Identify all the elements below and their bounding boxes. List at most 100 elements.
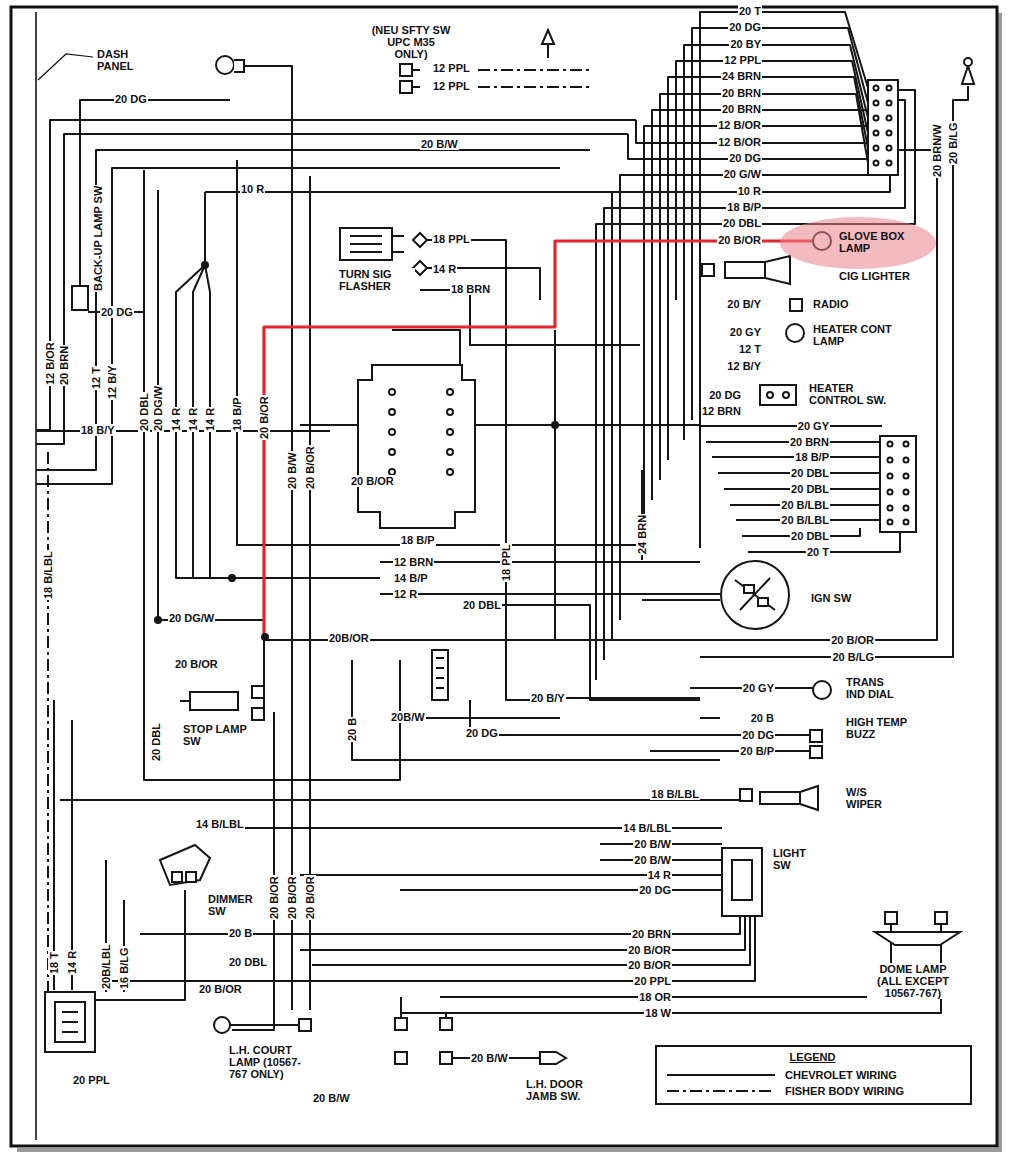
wire-label: 20 DG/W bbox=[168, 612, 215, 624]
wire-label: RADIO bbox=[812, 298, 849, 310]
frame bbox=[11, 7, 1000, 1150]
wire-label: 20 B/OR bbox=[174, 658, 219, 670]
legend-row: FISHER BODY WIRING bbox=[665, 1085, 960, 1097]
wire-label: 20 BY bbox=[729, 38, 762, 50]
component-symbol bbox=[744, 585, 754, 593]
wire-label: 12 T bbox=[90, 366, 102, 390]
component-symbol bbox=[180, 700, 190, 702]
component-symbol bbox=[389, 409, 395, 415]
component-symbol bbox=[887, 101, 892, 106]
component-symbol bbox=[735, 578, 775, 610]
component-symbol bbox=[874, 101, 879, 106]
frame bbox=[17, 13, 1000, 1150]
wire-label: 12 R bbox=[393, 588, 418, 600]
component-symbol bbox=[725, 262, 765, 278]
wire-label: 20 DBL bbox=[790, 467, 830, 479]
component-symbol bbox=[389, 429, 395, 435]
wire-label: 14 B/LBL bbox=[195, 818, 245, 830]
component-symbol bbox=[395, 1052, 407, 1064]
component-symbol bbox=[542, 30, 554, 44]
component-symbol bbox=[55, 1002, 85, 1042]
wire-label: 18 T bbox=[48, 951, 60, 975]
wire-label: 14 R bbox=[204, 407, 216, 432]
wire bbox=[700, 717, 720, 719]
component-symbol bbox=[547, 44, 549, 58]
wire-label: 18 BRN bbox=[450, 283, 491, 295]
wire-label: 10 R bbox=[240, 183, 265, 195]
wire-label: 12 B/OR bbox=[44, 341, 56, 386]
wire-label: 20 B/LBL bbox=[780, 499, 830, 511]
wire-label: 20 DG/W bbox=[152, 385, 164, 432]
wire bbox=[232, 577, 380, 579]
wire bbox=[700, 86, 968, 657]
dash-panel-line bbox=[38, 54, 93, 80]
wire-label: 20 B/W bbox=[470, 1052, 509, 1064]
wire-label: 14 R bbox=[187, 407, 199, 432]
component-symbol bbox=[702, 264, 714, 276]
wire-label: 12 T bbox=[738, 343, 762, 355]
wire bbox=[400, 997, 402, 1018]
component-symbol bbox=[432, 650, 448, 700]
wire-label: 20 B/OR bbox=[304, 875, 316, 920]
wire-label: 12 BRN bbox=[393, 556, 434, 568]
component-symbol bbox=[72, 286, 88, 310]
wire-label: 12 PPL bbox=[432, 62, 471, 74]
component-symbol bbox=[874, 86, 879, 91]
wire bbox=[392, 330, 460, 365]
legend-sample bbox=[665, 1070, 777, 1080]
component-symbol bbox=[186, 872, 196, 882]
component-symbol bbox=[447, 449, 453, 455]
wire-label: 20 DG bbox=[708, 389, 742, 401]
component-symbol bbox=[447, 469, 453, 475]
wire bbox=[475, 605, 700, 700]
wire-label: 18 B/LBL bbox=[42, 550, 54, 600]
wire-label: 20B/OR bbox=[328, 632, 370, 644]
wire-label: 20B/W bbox=[390, 711, 426, 723]
component-symbol bbox=[888, 474, 893, 479]
component-symbol bbox=[760, 385, 796, 405]
wire-label: 20 DG bbox=[100, 306, 134, 318]
glove-box-wire bbox=[264, 241, 813, 637]
component-symbol bbox=[786, 324, 804, 342]
wire-label: 20 DBL bbox=[790, 530, 830, 542]
wire bbox=[300, 916, 745, 950]
component-symbol bbox=[765, 256, 790, 284]
wire-label: CIG LIGHTER bbox=[838, 270, 911, 282]
wire-label: 20 B/OR bbox=[830, 634, 875, 646]
wire-label: 20 B/W bbox=[312, 1092, 351, 1104]
wire-label: 12 PPL bbox=[432, 80, 471, 92]
wire bbox=[400, 924, 941, 1013]
wire-label: DIMMER SW bbox=[207, 893, 259, 917]
wire-label: 20 DBL bbox=[228, 956, 268, 968]
component-symbol bbox=[888, 490, 893, 495]
wire-label: 20 DBL bbox=[150, 722, 162, 762]
wire-label: 20 B/OR bbox=[350, 475, 395, 487]
wire-label: 16 B/LG bbox=[118, 946, 130, 990]
component-symbol bbox=[800, 786, 818, 810]
wire-label: 18 B/P bbox=[794, 451, 830, 463]
wire-label: 20 B/Y bbox=[530, 692, 566, 704]
wire-label: 20 B bbox=[346, 717, 358, 742]
wire-label: 20 B/W bbox=[286, 451, 298, 490]
wire-label: 20 B/LG bbox=[831, 651, 875, 663]
wire bbox=[100, 916, 755, 981]
component-symbol bbox=[874, 116, 879, 121]
wire bbox=[650, 750, 810, 752]
wire-label: 20 B/LG bbox=[947, 121, 959, 165]
wire-label: 20 DG bbox=[638, 884, 672, 896]
wire bbox=[204, 192, 206, 265]
component-symbol bbox=[810, 730, 822, 742]
component-symbol bbox=[413, 261, 427, 275]
wire bbox=[144, 170, 400, 780]
wire-label: TURN SIG FLASHER bbox=[338, 268, 415, 292]
wire-label: 20 B bbox=[228, 927, 253, 939]
wire bbox=[36, 134, 628, 444]
wire bbox=[258, 640, 264, 714]
wire bbox=[36, 120, 636, 430]
dash-panel-line bbox=[35, 12, 37, 1140]
wire-label: 20 DBL bbox=[722, 217, 762, 229]
wire-label: 24 BRN bbox=[636, 514, 648, 555]
component-symbol bbox=[885, 912, 897, 924]
component-symbol bbox=[904, 474, 909, 479]
wire bbox=[95, 890, 185, 1000]
